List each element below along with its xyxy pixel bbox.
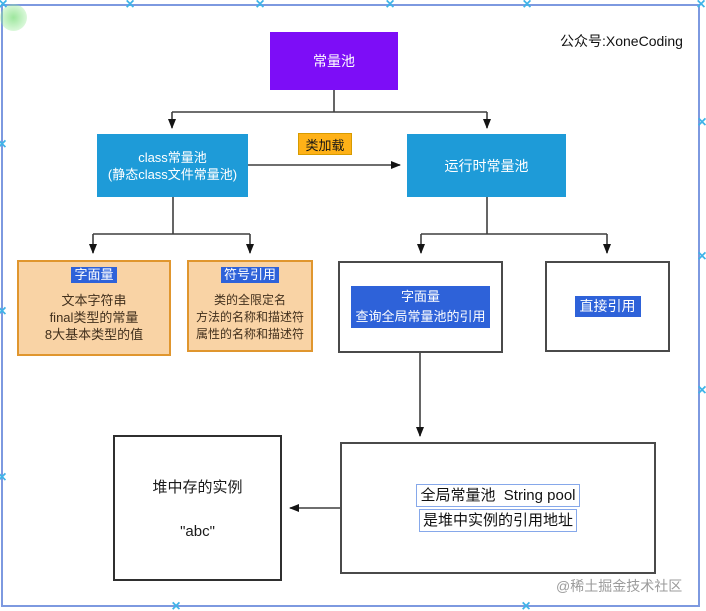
node-class-constant-pool-line2: (静态class文件常量池) [107, 166, 238, 182]
selection-handle-icon[interactable]: × [171, 598, 181, 611]
node-constant-pool-label: 常量池 [313, 53, 355, 69]
node-runtime-literal-line1: 字面量 [400, 289, 440, 304]
node-runtime-literal-line2: 查询全局常量池的引用 [355, 309, 486, 324]
node-global-string-pool[interactable]: 全局常量池 String pool 是堆中实例的引用地址 [340, 442, 656, 574]
selection-handle-icon[interactable]: × [521, 598, 531, 611]
node-literal-line: 8大基本类型的值 [44, 327, 144, 342]
node-literal-line: final类型的常量 [49, 310, 139, 325]
edge-label-class-loading[interactable]: 类加载 [298, 133, 352, 155]
node-symbolic-reference-line: 属性的名称和描述符 [195, 327, 304, 341]
selection-handle-icon[interactable]: × [385, 0, 395, 13]
watermark-wechat-account: 公众号:XoneCoding [560, 33, 683, 49]
node-direct-reference-label: 直接引用 [574, 296, 641, 317]
selection-handle-icon[interactable]: × [697, 382, 706, 399]
node-class-constant-pool-line1: class常量池 [138, 149, 207, 165]
node-runtime-constant-pool-label: 运行时常量池 [444, 157, 529, 174]
selection-handle-icon[interactable]: × [697, 114, 706, 131]
node-runtime-literal-text: 字面量 查询全局常量池的引用 [351, 286, 490, 328]
node-class-constant-pool[interactable]: class常量池 (静态class文件常量池) [97, 134, 248, 197]
selection-handle-icon[interactable]: × [125, 0, 135, 13]
node-symbolic-reference-title: 符号引用 [220, 267, 279, 283]
node-symbolic-reference[interactable]: 符号引用 类的全限定名 方法的名称和描述符 属性的名称和描述符 [187, 260, 313, 352]
selection-handle-icon[interactable]: × [0, 0, 8, 13]
selection-handle-icon[interactable]: × [255, 0, 265, 13]
node-symbolic-reference-line: 类的全限定名 [213, 293, 286, 307]
selection-handle-icon[interactable]: × [697, 248, 706, 265]
node-literal-line: 文本字符串 [61, 293, 127, 308]
node-heap-instance[interactable]: 堆中存的实例 "abc" [113, 435, 282, 581]
edge-label-class-loading-text: 类加载 [305, 137, 345, 153]
node-heap-instance-line1: 堆中存的实例 [152, 479, 243, 496]
node-symbolic-reference-line: 方法的名称和描述符 [195, 310, 304, 324]
node-global-string-pool-line2: 是堆中实例的引用地址 [418, 509, 577, 532]
selection-handle-icon[interactable]: × [696, 0, 706, 13]
node-literal-title: 字面量 [71, 267, 117, 283]
node-constant-pool[interactable]: 常量池 [270, 32, 398, 90]
watermark-juejin-community: @稀土掘金技术社区 [556, 578, 683, 594]
node-heap-instance-line2: "abc" [180, 523, 215, 540]
selection-handle-icon[interactable]: × [0, 303, 7, 320]
anchor-point-icon[interactable] [0, 4, 27, 31]
node-literal[interactable]: 字面量 文本字符串 final类型的常量 8大基本类型的值 [17, 260, 171, 356]
node-direct-reference[interactable]: 直接引用 [545, 261, 670, 352]
selection-handle-icon[interactable]: × [0, 469, 7, 486]
selection-handle-icon[interactable]: × [0, 136, 7, 153]
node-runtime-constant-pool[interactable]: 运行时常量池 [407, 134, 566, 197]
node-global-string-pool-line1: 全局常量池 String pool [416, 484, 580, 507]
node-runtime-literal[interactable]: 字面量 查询全局常量池的引用 [338, 261, 503, 353]
selection-handle-icon[interactable]: × [522, 0, 532, 13]
